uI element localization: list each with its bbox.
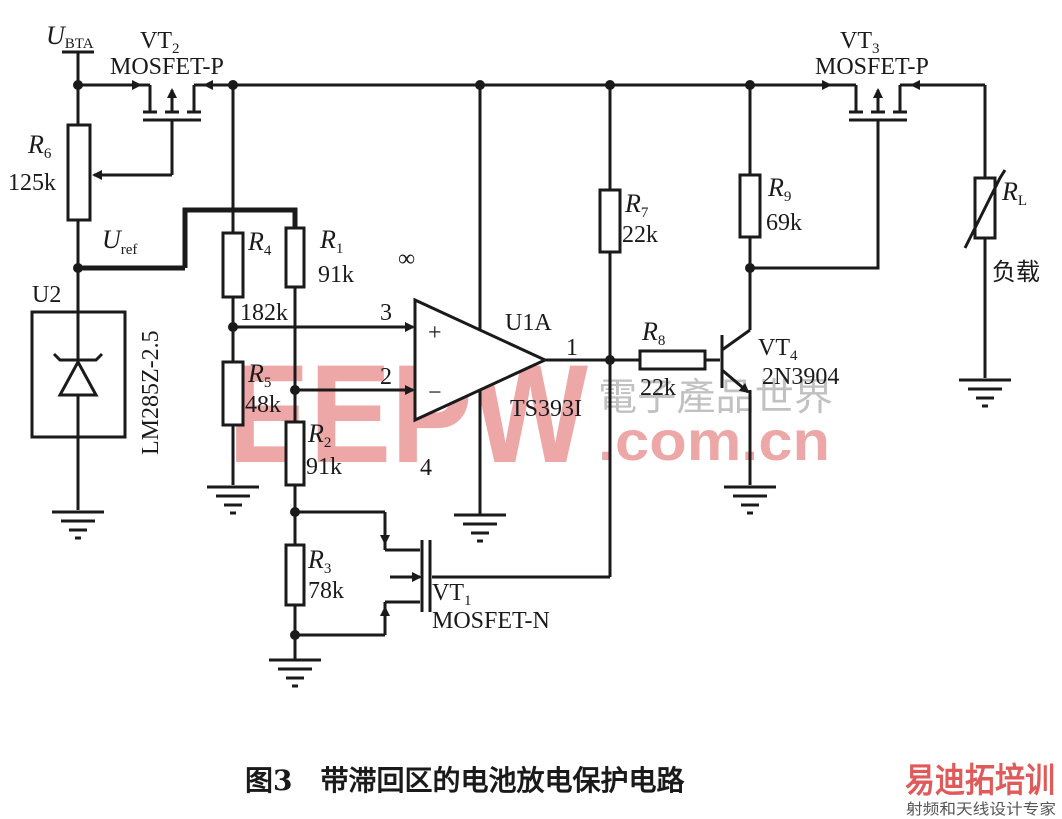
- resistor-r7: [598, 188, 622, 254]
- opamp-infinity: ∞: [398, 246, 415, 272]
- opamp-plus: +: [428, 320, 442, 346]
- resistor-r3: [284, 543, 306, 607]
- u2-part: LM285Z-2.5: [138, 330, 164, 455]
- resistor-r1: [284, 226, 306, 289]
- vt3-label: VT3: [840, 28, 880, 57]
- vt1-label: VT1: [432, 580, 472, 609]
- r5-label: R5: [247, 359, 271, 391]
- resistor-r5: [221, 360, 245, 427]
- r1-label: R1: [319, 225, 343, 257]
- supply-label: UBTA: [46, 21, 94, 52]
- vt3-type: MOSFET-P: [815, 54, 929, 80]
- r6-label: R6: [27, 130, 52, 162]
- opamp-minus: −: [428, 380, 442, 406]
- watermark-domain: .com.cn: [598, 409, 830, 472]
- logo-title: 易迪拓培训: [905, 761, 1055, 801]
- pin-1: 1: [566, 335, 578, 361]
- r7-value: 22k: [622, 222, 658, 248]
- vt4-label: VT4: [758, 335, 798, 364]
- comparator-u1a: [413, 297, 549, 423]
- vt4-type: 2N3904: [762, 364, 839, 390]
- r8-label: R8: [641, 317, 665, 349]
- r3-label: R3: [307, 545, 331, 577]
- opamp-part: TS393I: [510, 396, 582, 422]
- uref-label: Uref: [102, 225, 137, 258]
- r2-label: R2: [307, 419, 331, 451]
- r7-label: R7: [624, 189, 649, 221]
- resistor-r9: [738, 173, 762, 239]
- resistor-r4: [221, 231, 245, 299]
- r3-value: 78k: [308, 578, 344, 604]
- r5-value: 48k: [245, 392, 281, 418]
- vt1-type: MOSFET-N: [432, 608, 550, 634]
- r9-label: R9: [767, 173, 791, 205]
- pin-2: 2: [380, 364, 392, 390]
- r9-value: 69k: [766, 210, 802, 236]
- u2-name: U2: [32, 282, 61, 308]
- rl-label: RL: [1001, 177, 1027, 209]
- resistor-r2: [284, 420, 306, 487]
- r8-value: 22k: [640, 375, 676, 401]
- vt2-type: MOSFET-P: [110, 54, 224, 80]
- vt2-label: VT2: [140, 28, 180, 57]
- resistor-rl: [963, 169, 1007, 249]
- watermark-chinese: 電子產品世界: [598, 375, 833, 419]
- opamp-name: U1A: [505, 310, 552, 336]
- r1-value: 91k: [318, 262, 354, 288]
- pin-3: 3: [380, 300, 392, 326]
- u2-reference: [30, 310, 127, 439]
- pin-4: 4: [420, 455, 432, 481]
- r6-value: 125k: [8, 170, 56, 196]
- logo-subtitle: 射频和天线设计专家: [906, 800, 1056, 818]
- figure-caption: 图3 带滞回区的电池放电保护电路: [245, 764, 685, 797]
- wires: [62, 50, 987, 660]
- logo: 易迪拓培训 射频和天线设计专家: [905, 761, 1056, 818]
- r2-value: 91k: [306, 454, 342, 480]
- r4-value: 182k: [240, 300, 288, 326]
- r4-label: R4: [247, 227, 272, 259]
- load-label: 负载: [992, 259, 1040, 286]
- resistor-r8: [638, 349, 707, 371]
- resistor-r6: [66, 123, 92, 222]
- junction-dots: [73, 80, 755, 640]
